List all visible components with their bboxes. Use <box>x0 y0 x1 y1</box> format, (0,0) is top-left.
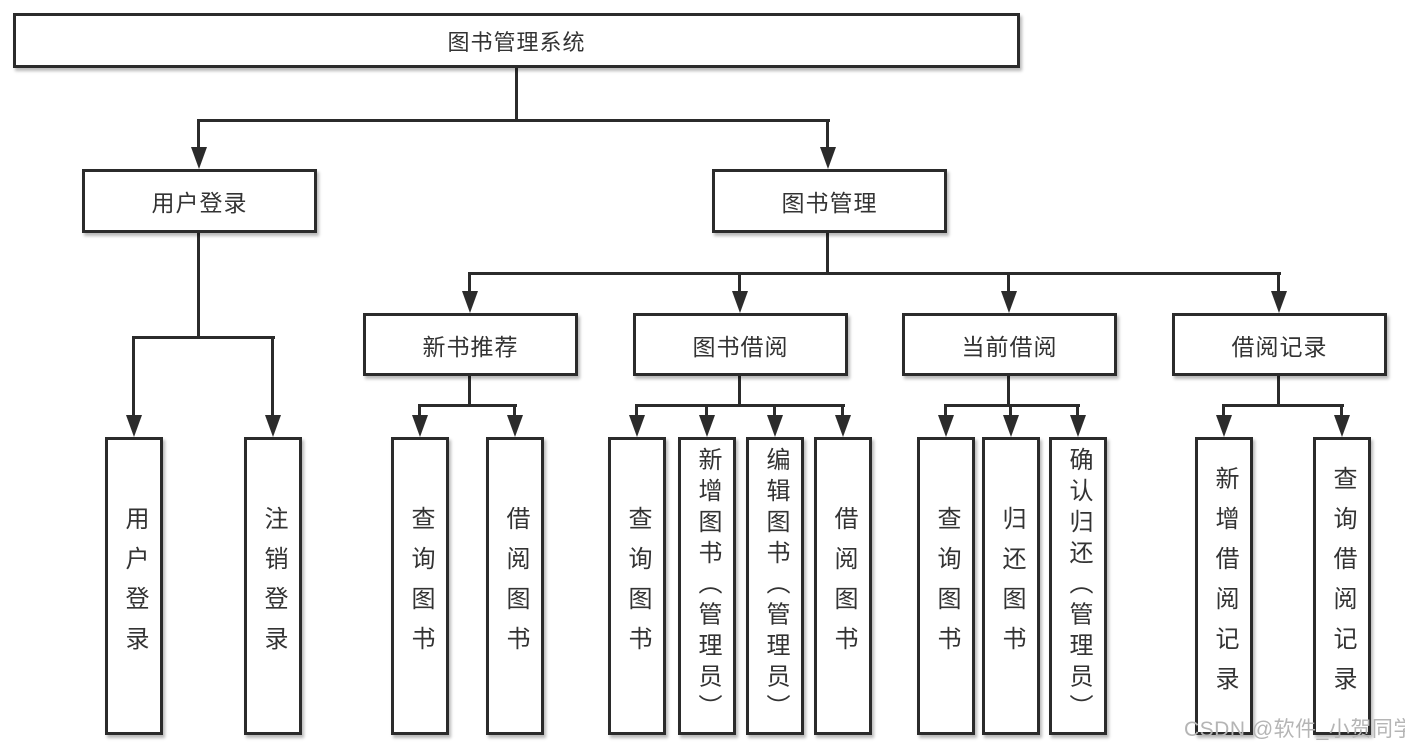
connector-arrow-shaft <box>418 404 421 417</box>
leaf-nb-borrow-books: 借阅图书 <box>486 437 544 735</box>
arrow-down-icon <box>732 291 748 313</box>
arrow-down-icon <box>1216 415 1232 437</box>
connector-arrow-shaft <box>773 404 776 417</box>
arrow-down-icon <box>462 291 478 313</box>
connector-br-bus <box>1222 404 1344 407</box>
csdn-watermark: CSDN @软件_小贺同学 <box>1184 718 1405 741</box>
leaf-br-query-record: 查询借阅记录 <box>1313 437 1371 735</box>
arrow-down-icon <box>191 147 207 169</box>
arrow-down-icon <box>1001 291 1017 313</box>
node-current-borrowing: 当前借阅 <box>902 313 1117 376</box>
leaf-nb-query-books: 查询图书 <box>391 437 449 735</box>
connector-arrow-shaft <box>635 404 638 417</box>
leaf-bb-add-books-admin: 新增图书（管理员） <box>678 437 736 735</box>
connector-arrow-shaft <box>468 272 471 293</box>
arrow-down-icon <box>820 147 836 169</box>
leaf-cb-confirm-return-admin: 确认归还（管理员） <box>1049 437 1107 735</box>
arrow-down-icon <box>265 415 281 437</box>
connector-level2-bus <box>468 272 1281 275</box>
connector-arrow-shaft <box>1009 404 1012 417</box>
connector-arrow-shaft <box>1222 404 1225 417</box>
connector-bb-trunk <box>738 376 741 407</box>
leaf-cb-return-books: 归还图书 <box>982 437 1040 735</box>
arrow-down-icon <box>1334 415 1350 437</box>
connector-arrow-shaft <box>513 404 516 417</box>
arrow-down-icon <box>1003 415 1019 437</box>
connector-arrow-shaft <box>1277 272 1280 293</box>
connector-arrow-shaft <box>1340 404 1343 417</box>
leaf-cb-query-books: 查询图书 <box>917 437 975 735</box>
leaf-bb-edit-books-admin: 编辑图书（管理员） <box>746 437 804 735</box>
leaf-user-login: 用户登录 <box>105 437 163 735</box>
arrow-down-icon <box>412 415 428 437</box>
connector-arrow-shaft <box>841 404 844 417</box>
connector-book-management-trunk <box>826 233 829 275</box>
connector-cb-bus <box>944 404 1080 407</box>
node-new-book-recommendation: 新书推荐 <box>363 313 578 376</box>
node-library-management-system: 图书管理系统 <box>13 13 1020 68</box>
arrow-down-icon <box>507 415 523 437</box>
connector-level1-bus <box>197 119 830 122</box>
leaf-bb-borrow-books: 借阅图书 <box>814 437 872 735</box>
arrow-down-icon <box>1271 291 1287 313</box>
connector-arrow-shaft <box>1076 404 1079 417</box>
connector-user-login-trunk <box>197 233 200 339</box>
node-book-borrowing: 图书借阅 <box>633 313 848 376</box>
node-book-management: 图书管理 <box>712 169 947 233</box>
connector-cb-trunk <box>1007 376 1010 407</box>
connector-br-trunk <box>1277 376 1280 407</box>
arrow-down-icon <box>629 415 645 437</box>
arrow-down-icon <box>699 415 715 437</box>
connector-nb-trunk <box>468 376 471 407</box>
leaf-bb-query-books: 查询图书 <box>608 437 666 735</box>
connector-arrow-shaft <box>705 404 708 417</box>
connector-bb-bus <box>635 404 845 407</box>
connector-arrow-shaft <box>944 404 947 417</box>
connector-arrow-shaft <box>271 336 274 417</box>
node-user-login: 用户登录 <box>82 169 317 233</box>
arrow-down-icon <box>938 415 954 437</box>
connector-user-login-bus <box>132 336 275 339</box>
node-borrowing-records: 借阅记录 <box>1172 313 1387 376</box>
connector-arrow-shaft <box>826 119 829 149</box>
arrow-down-icon <box>767 415 783 437</box>
connector-nb-bus <box>418 404 517 407</box>
connector-arrow-shaft <box>132 336 135 417</box>
connector-root-trunk <box>515 68 518 122</box>
arrow-down-icon <box>1070 415 1086 437</box>
leaf-logout: 注销登录 <box>244 437 302 735</box>
connector-arrow-shaft <box>1007 272 1010 293</box>
connector-arrow-shaft <box>197 119 200 149</box>
arrow-down-icon <box>835 415 851 437</box>
connector-arrow-shaft <box>738 272 741 293</box>
arrow-down-icon <box>126 415 142 437</box>
leaf-br-add-record: 新增借阅记录 <box>1195 437 1253 735</box>
